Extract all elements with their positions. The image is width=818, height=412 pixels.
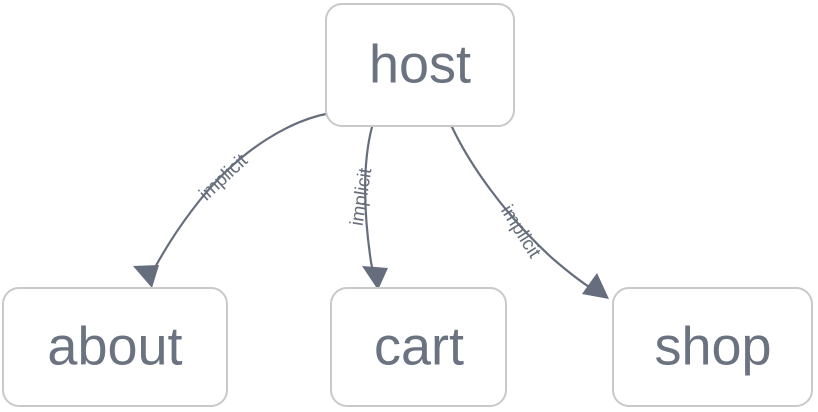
node-host[interactable]: host [325, 3, 515, 127]
edge-host-cart-arrowhead [362, 266, 388, 290]
edge-host-shop-path [450, 125, 602, 296]
edge-host-about[interactable]: implicit [133, 111, 333, 288]
node-about-box [2, 287, 228, 407]
node-shop-box [612, 287, 813, 407]
edge-host-shop-arrowhead [582, 273, 609, 299]
edge-host-cart[interactable]: implicit [347, 125, 388, 290]
edge-host-about-arrowhead [133, 265, 159, 288]
node-about[interactable]: about [2, 287, 228, 407]
node-about-label: about [47, 316, 182, 376]
edge-host-shop[interactable]: implicit [450, 125, 609, 299]
edge-host-cart-label: implicit [347, 166, 377, 227]
node-shop[interactable]: shop [612, 287, 813, 407]
edge-host-about-label: implicit [195, 150, 252, 205]
node-cart-box [330, 287, 507, 407]
node-host-label: host [369, 34, 471, 94]
node-host-box [325, 3, 515, 127]
edge-host-about-path [146, 111, 333, 282]
node-cart-label: cart [374, 316, 464, 376]
node-shop-label: shop [654, 316, 771, 376]
edge-host-shop-label: implicit [496, 202, 545, 263]
node-cart[interactable]: cart [330, 287, 507, 407]
